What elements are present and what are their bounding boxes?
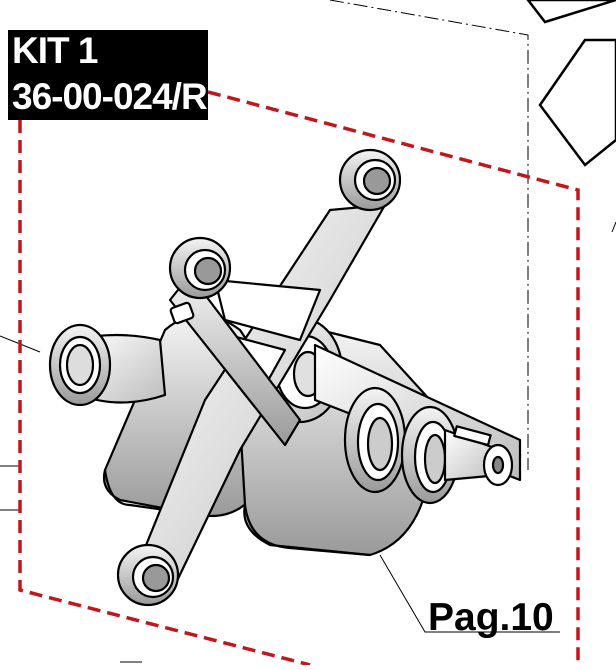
kit-label: KIT 1 36-00-024/R — [8, 30, 208, 120]
connecting-rods — [116, 148, 402, 607]
kit-frame-dashed — [18, 90, 580, 667]
adjacent-part-outline — [526, 0, 616, 167]
page-reference: Pag.10 — [428, 596, 554, 639]
kit-part-code: 36-00-024/R — [12, 76, 208, 117]
kit-number: KIT 1 — [12, 30, 98, 71]
